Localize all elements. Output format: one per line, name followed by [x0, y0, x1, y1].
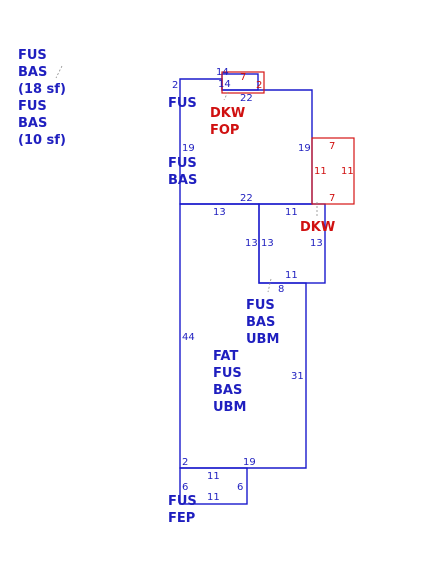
main-block-outline [179, 203, 307, 469]
area-label: BAS [168, 173, 197, 188]
dimension-label: 22 [240, 193, 253, 204]
legend-line: (10 sf) [18, 133, 66, 148]
area-label: DKW [300, 220, 335, 235]
dimension-label: 31 [291, 371, 304, 382]
area-label: UBM [213, 400, 246, 415]
dimension-label: 13 [213, 207, 226, 218]
area-label: FUS [168, 96, 197, 111]
dimension-label: 11 [207, 492, 220, 503]
dimension-label: 13 [310, 238, 323, 249]
dimension-label: 2 [256, 80, 262, 91]
dimension-label: 11 [285, 270, 298, 281]
dimension-label: 11 [207, 471, 220, 482]
dimension-label: 6 [237, 482, 243, 493]
dimension-label: 13 [245, 238, 258, 249]
attachment-outline [221, 71, 355, 205]
dimension-label: 6 [182, 482, 188, 493]
legend-leader [55, 65, 63, 79]
dimension-label: 19 [243, 457, 256, 468]
area-label: DKW [210, 106, 245, 121]
area-labels: FUS DKW FOP FUS BAS DKW FUS BAS UBM FAT … [168, 96, 335, 526]
dimension-label: 14 [218, 79, 231, 90]
area-label: FUS [246, 298, 275, 313]
legend-line: (18 sf) [18, 82, 66, 97]
area-label: FEP [168, 511, 195, 526]
dimension-label: 19 [298, 143, 311, 154]
area-label: FUS [168, 156, 197, 171]
dimension-label: 44 [182, 332, 195, 343]
area-label: BAS [213, 383, 242, 398]
top-leader [223, 91, 229, 101]
small-block-outline [258, 203, 326, 284]
legend: FUS BAS (18 sf) FUS BAS (10 sf) [18, 48, 66, 148]
building-outline [179, 73, 326, 505]
dimension-label: 22 [240, 93, 253, 104]
area-label: UBM [246, 332, 279, 347]
dimension-labels-blue: 14 14 2 22 19 19 22 13 11 13 13 13 11 8 … [172, 67, 323, 503]
dimension-label: 7 [329, 141, 335, 152]
area-label: FOP [210, 123, 239, 138]
area-label: BAS [246, 315, 275, 330]
dimension-labels-red: 7 2 7 11 11 7 [240, 72, 354, 204]
deck-outline [311, 137, 355, 205]
small-block-leader [267, 278, 272, 293]
dimension-label: 2 [172, 80, 178, 91]
dimension-label: 14 [216, 67, 229, 78]
legend-line: BAS [18, 116, 47, 131]
bottom-block-outline [179, 467, 248, 505]
legend-line: BAS [18, 65, 47, 80]
area-label: FAT [213, 349, 238, 364]
area-label: FUS [213, 366, 242, 381]
dimension-label: 13 [261, 238, 274, 249]
legend-line: FUS [18, 48, 47, 63]
area-label: FUS [168, 494, 197, 509]
dimension-label: 11 [314, 166, 327, 177]
dimension-label: 11 [341, 166, 354, 177]
dimension-label: 19 [182, 143, 195, 154]
dimension-label: 8 [278, 284, 284, 295]
dimension-label: 7 [329, 193, 335, 204]
dimension-label: 11 [285, 207, 298, 218]
leader-lines [55, 65, 318, 293]
dimension-label: 2 [182, 457, 188, 468]
porch-outline [221, 71, 265, 94]
dimension-label: 7 [240, 72, 246, 83]
legend-line: FUS [18, 99, 47, 114]
